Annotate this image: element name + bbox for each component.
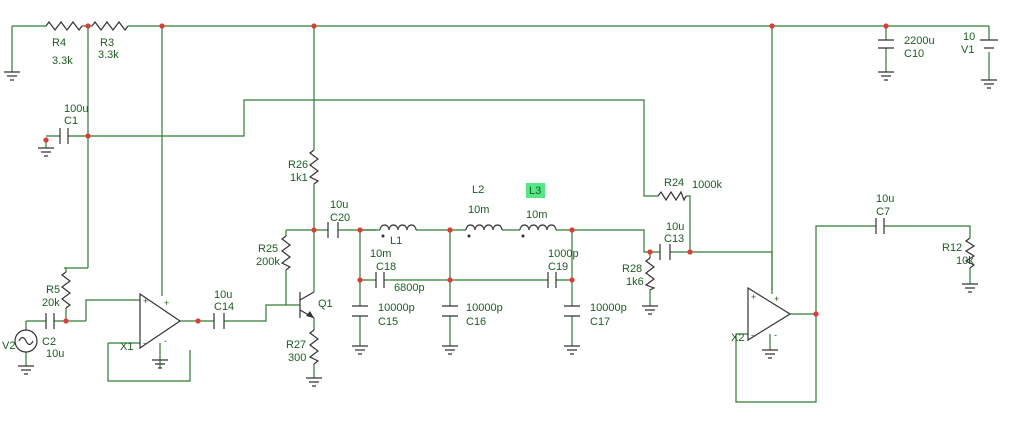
r4-ref: R4 — [52, 37, 66, 49]
resistor-r12[interactable]: R12 10k — [942, 237, 978, 293]
c20-value: 10u — [330, 199, 348, 211]
battery-v1[interactable]: 10 V1 — [961, 31, 998, 89]
transistor-q1[interactable]: Q1 — [299, 291, 333, 319]
x1-supply-plus: + — [164, 298, 169, 308]
capacitor-c10[interactable]: 2200u C10 — [878, 35, 935, 81]
r26-value: 1k1 — [290, 172, 308, 184]
capacitor-c18[interactable]: C18 6800p — [375, 261, 425, 294]
c17-value: 10000p — [590, 302, 627, 314]
v2-ref: V2 — [2, 340, 15, 352]
c16-value: 10000p — [466, 302, 503, 314]
c15-value: 10000p — [378, 302, 415, 314]
capacitor-c20[interactable]: 10u C20 — [327, 199, 350, 238]
c19-value: 1000p — [548, 248, 579, 260]
capacitor-c19[interactable]: 1000p C19 — [547, 248, 579, 288]
opamp-x2[interactable]: + - + - X2 — [731, 286, 792, 359]
resistor-r24[interactable]: R24 1000k — [657, 177, 722, 202]
inductor-l1[interactable]: L1 10m — [370, 224, 417, 260]
c15-ref: C15 — [378, 316, 398, 328]
r5-ref: R5 — [46, 284, 60, 296]
x2-plus-pin: + — [751, 292, 756, 302]
x2-supply-plus: + — [774, 294, 779, 304]
resistor-r28[interactable]: R28 1k6 — [622, 257, 658, 315]
capacitor-c16[interactable]: 10000p C16 — [442, 302, 503, 355]
l2-ref: L2 — [472, 184, 484, 196]
c1-value: 100u — [64, 103, 88, 115]
c13-ref: C13 — [664, 233, 684, 245]
c1-ref: C1 — [64, 115, 78, 127]
x1-supply-minus: - — [164, 336, 167, 346]
x1-plus-pin: + — [143, 296, 148, 306]
r28-ref: R28 — [622, 263, 642, 275]
resistor-r5[interactable]: R5 20k — [42, 271, 71, 309]
c14-value: 10u — [214, 289, 232, 301]
r12-ref: R12 — [942, 242, 962, 254]
r27-ref: R27 — [286, 339, 306, 351]
c10-ref: C10 — [904, 48, 924, 60]
x2-minus-pin: - — [751, 330, 754, 340]
c20-ref: C20 — [330, 212, 350, 224]
resistor-r26[interactable]: R26 1k1 — [288, 149, 320, 185]
capacitor-c15[interactable]: 10000p C15 — [352, 302, 415, 355]
q1-ref: Q1 — [318, 298, 333, 310]
c10-value: 2200u — [904, 35, 935, 47]
capacitor-c17[interactable]: 10000p C17 — [564, 302, 627, 355]
c19-ref: C19 — [548, 261, 568, 273]
c2-value: 10u — [46, 348, 64, 360]
r25-ref: R25 — [258, 243, 278, 255]
r4-value: 3.3k — [52, 55, 73, 67]
ac-source-v2[interactable]: V2 — [2, 329, 38, 375]
r5-value: 20k — [42, 297, 60, 309]
c17-ref: C17 — [590, 316, 610, 328]
c13-value: 10u — [666, 221, 684, 233]
c7-ref: C7 — [876, 206, 890, 218]
l1-ref: L1 — [390, 235, 402, 247]
inductor-l2[interactable]: L2 10m — [465, 184, 503, 238]
c18-ref: C18 — [376, 261, 396, 273]
c14-ref: C14 — [214, 301, 234, 313]
resistor-r25[interactable]: R25 200k — [256, 235, 292, 271]
r27-value: 300 — [288, 352, 306, 364]
inductor-l3[interactable]: L3 10m — [519, 183, 557, 238]
junction-dots — [43, 23, 889, 324]
capacitor-c14[interactable]: 10u C14 — [213, 289, 234, 329]
opamp-x1[interactable]: + - + - X1 — [120, 292, 182, 369]
resistor-r4[interactable]: R4 3.3k — [45, 21, 83, 67]
capacitor-c13[interactable]: 10u C13 — [659, 221, 684, 260]
capacitor-c2[interactable]: C2 10u — [42, 313, 64, 360]
x2-supply-minus: - — [774, 330, 777, 340]
l1-value: 10m — [370, 248, 391, 260]
l2-value: 10m — [468, 204, 489, 216]
l3-value: 10m — [526, 209, 547, 221]
capacitor-c7[interactable]: 10u C7 — [875, 193, 894, 234]
v1-ref: V1 — [961, 44, 974, 56]
r12-value: 10k — [956, 255, 974, 267]
v1-value: 10 — [963, 31, 975, 43]
c16-ref: C16 — [466, 316, 486, 328]
r24-value: 1000k — [692, 179, 722, 191]
c18-value: 6800p — [394, 282, 425, 294]
r24-ref: R24 — [664, 177, 684, 189]
ground-symbol — [4, 71, 20, 81]
x1-ref: X1 — [120, 341, 133, 353]
c7-value: 10u — [876, 193, 894, 205]
r25-value: 200k — [256, 256, 280, 268]
resistor-r27[interactable]: R27 300 — [286, 329, 322, 387]
r3-ref: R3 — [100, 37, 114, 49]
capacitor-c1[interactable]: 100u C1 — [38, 103, 88, 157]
x1-minus-pin: - — [143, 338, 146, 348]
r26-ref: R26 — [288, 159, 308, 171]
l3-highlight — [526, 183, 545, 198]
wires — [11, 25, 990, 403]
c2-ref: C2 — [42, 336, 56, 348]
x2-ref: X2 — [731, 332, 744, 344]
l3-ref: L3 — [529, 185, 541, 197]
r28-value: 1k6 — [626, 276, 644, 288]
resistor-r3[interactable]: R3 3.3k — [91, 21, 129, 61]
r3-value: 3.3k — [98, 49, 119, 61]
